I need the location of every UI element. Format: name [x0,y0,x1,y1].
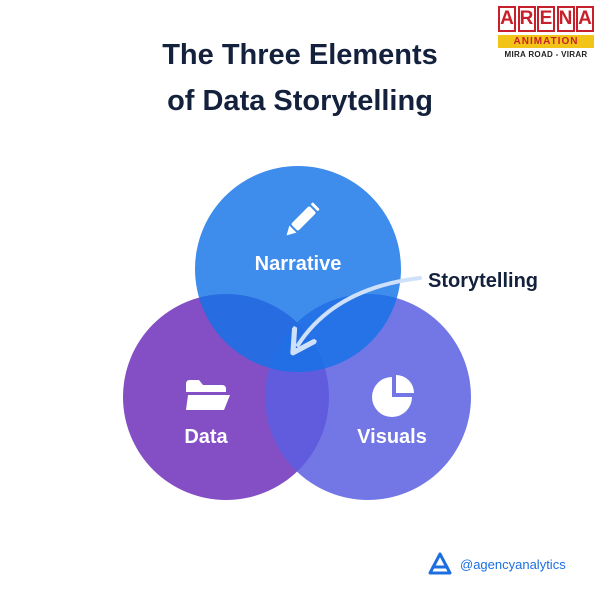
logo-letter: A [576,6,594,32]
agency-analytics-logo-icon [428,552,452,575]
logo-letter: A [498,6,516,32]
page-title-line-2: of Data Storytelling [167,85,433,117]
pen-icon [286,202,320,236]
logo-band: ANIMATION [498,35,594,48]
pie-chart-icon [372,375,414,417]
page-title-line-1: The Three Elements [162,39,438,71]
footer-credit: @agencyanalytics [428,552,566,576]
visuals-label: Visuals [357,426,427,448]
storytelling-arrow [298,276,422,345]
footer-handle[interactable]: @agencyanalytics [460,556,566,572]
logo-subtitle: MIRA ROAD - VIRAR [504,50,588,59]
logo-letter: N [556,6,575,32]
storytelling-label: Storytelling [428,270,539,292]
logo-letter: R [517,6,536,32]
folder-icon [186,380,230,410]
logo-letter: E [537,6,555,32]
narrative-circle [195,166,401,372]
data-label: Data [184,426,228,448]
logo-wordmark: A R E N A [498,6,594,32]
narrative-label: Narrative [254,253,342,275]
arena-animation-logo: A R E N A ANIMATION MIRA ROAD - VIRAR [498,6,594,64]
